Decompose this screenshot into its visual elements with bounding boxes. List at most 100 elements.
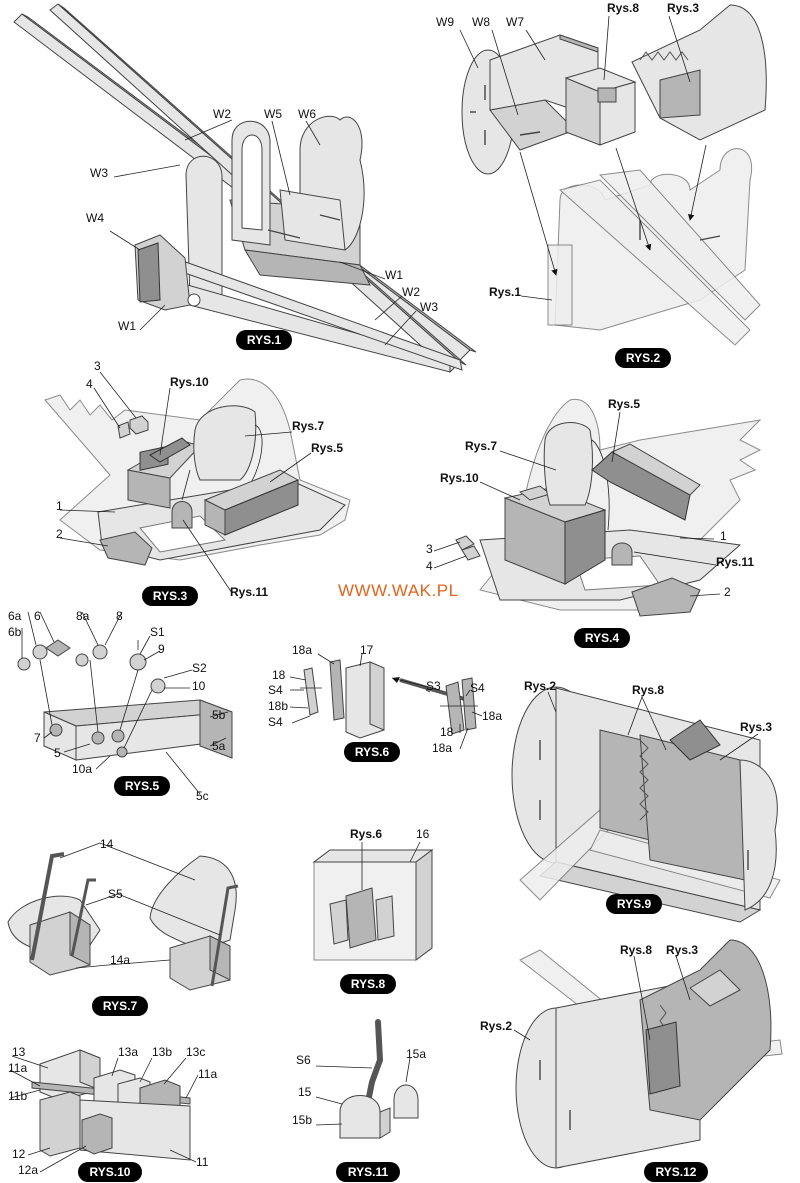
bulkhead-w5 xyxy=(279,189,346,251)
label-3-r4: 3 xyxy=(426,542,433,556)
knob-6b xyxy=(17,657,31,671)
label-11b: 11b xyxy=(8,1089,27,1103)
label-8: 8 xyxy=(116,609,123,623)
nose-frame xyxy=(547,244,573,326)
label-rys11: Rys.11 xyxy=(230,585,268,599)
figure-rys3: 3 4 Rys.10 Rys.7 Rys.5 1 2 Rys.11 RYS.3 xyxy=(44,359,351,606)
lever-s6 xyxy=(365,1019,384,1105)
label-2: 2 xyxy=(56,527,63,541)
label-w1-left: W1 xyxy=(118,319,136,333)
label-s6: S6 xyxy=(296,1053,311,1067)
badge-rys2 xyxy=(615,348,671,368)
badge-rys8-text: RYS.8 xyxy=(351,977,386,991)
pedal-rys11-r4 xyxy=(611,542,633,566)
rod-s5-right xyxy=(210,884,239,987)
label-11: 11 xyxy=(196,1155,209,1169)
badge-rys4 xyxy=(574,628,630,648)
label-2-r4: 2 xyxy=(724,585,731,599)
badge-rys1 xyxy=(236,330,292,350)
label-w2-right: W2 xyxy=(402,285,420,299)
bracket-18a-left xyxy=(329,659,345,721)
label-14a: 14a xyxy=(110,953,130,967)
label-11a-left: 11a xyxy=(8,1061,27,1075)
part-6 xyxy=(45,639,71,657)
side-w1 xyxy=(244,249,371,286)
label-8a: 8a xyxy=(76,609,90,623)
label-s4-left-a: S4 xyxy=(268,683,283,697)
badge-rys2-text: RYS.2 xyxy=(626,351,661,365)
badge-rys7 xyxy=(92,996,148,1016)
badge-rys11-text: RYS.11 xyxy=(348,1165,389,1179)
label-6: 6 xyxy=(34,609,41,623)
label-5b: 5b xyxy=(212,708,226,722)
label-w2-top: W2 xyxy=(213,107,231,121)
label-w8: W8 xyxy=(472,15,490,29)
knob-8a xyxy=(92,644,108,660)
label-11a-right: 11a xyxy=(198,1067,217,1081)
seat-rys7-r4 xyxy=(543,422,593,506)
website-link[interactable]: WWW.WAK.PL xyxy=(338,581,459,600)
panel-2-r4 xyxy=(631,577,701,617)
label-5a: 5a xyxy=(212,739,226,753)
badge-rys8 xyxy=(340,974,396,994)
bracket-18a-right xyxy=(461,677,477,731)
figure-rys10: 13 11a 11b 13a 13b 13c 11a 12 12a 11 RYS… xyxy=(8,1045,217,1182)
badge-rys9 xyxy=(606,894,662,914)
box-rys8-top xyxy=(564,67,637,93)
label-13: 13 xyxy=(12,1045,26,1059)
label-w7: W7 xyxy=(506,15,524,29)
part-4 xyxy=(117,421,131,439)
label-13b: 13b xyxy=(152,1045,172,1059)
label-18a-left: 18a xyxy=(292,643,312,657)
badge-rys5-text: RYS.5 xyxy=(125,779,160,793)
label-rys3-r12: Rys.3 xyxy=(666,943,698,957)
label-17: 17 xyxy=(360,643,374,657)
label-5: 5 xyxy=(54,746,61,760)
knob-9 xyxy=(129,653,147,671)
label-rys10-r4: Rys.10 xyxy=(440,471,479,485)
knob-8b xyxy=(75,653,89,667)
knob-10 xyxy=(150,678,166,694)
figure-rys2: W9 W8 W7 Rys.8 Rys.3 Rys.1 RYS.2 xyxy=(436,1,767,368)
label-w3-right: W3 xyxy=(420,300,438,314)
label-rys8-r12: Rys.8 xyxy=(620,943,652,957)
pedal-15 xyxy=(339,1095,381,1139)
label-4: 4 xyxy=(86,377,93,391)
bracket-18-left xyxy=(303,667,319,716)
badge-rys4-text: RYS.4 xyxy=(585,631,620,645)
label-7: 7 xyxy=(34,731,41,745)
figure-rys6: 18a 17 18 S4 18b S4 S3 S4 18a 18 18a RYS… xyxy=(268,643,502,762)
label-12a: 12a xyxy=(18,1163,38,1177)
bracket-18-right xyxy=(445,681,465,735)
label-rys11-r4: Rys.11 xyxy=(716,555,754,569)
label-s4-right: S4 xyxy=(470,681,485,695)
part-3-r4 xyxy=(455,535,475,551)
badge-rys3 xyxy=(142,586,198,606)
badge-rys9-text: RYS.9 xyxy=(617,897,652,911)
figure-rys4: Rys.5 Rys.7 Rys.10 1 3 4 Rys.11 2 RYS.4 xyxy=(426,397,762,648)
label-s3: S3 xyxy=(426,679,441,693)
badge-rys12-text: RYS.12 xyxy=(656,1165,697,1179)
wall-w7-edge xyxy=(559,34,599,53)
label-w5: W5 xyxy=(264,107,282,121)
badge-rys11 xyxy=(336,1162,400,1182)
part-3 xyxy=(129,415,149,435)
panel-5a xyxy=(199,699,233,759)
badge-rys5 xyxy=(114,776,170,796)
label-rys8: Rys.8 xyxy=(607,1,639,15)
box-rys5-r4 xyxy=(591,451,691,521)
label-15a: 15a xyxy=(406,1047,426,1061)
label-rys5: Rys.5 xyxy=(311,441,343,455)
label-1: 1 xyxy=(56,499,63,513)
figure-rys8: Rys.6 16 RYS.8 xyxy=(312,827,434,994)
badge-rys12 xyxy=(644,1162,708,1182)
block-12 xyxy=(39,1091,81,1157)
badge-rys3-text: RYS.3 xyxy=(153,589,188,603)
figure-rys12: Rys.8 Rys.3 Rys.2 RYS.12 xyxy=(480,939,783,1182)
badge-rys1-text: RYS.1 xyxy=(247,333,282,347)
figure-rys9: Rys.2 Rys.8 Rys.3 RYS.9 xyxy=(511,679,781,923)
label-rys6: Rys.6 xyxy=(350,827,382,841)
badge-rys7-text: RYS.7 xyxy=(103,999,138,1013)
nose-w4-face xyxy=(137,242,161,303)
label-14: 14 xyxy=(100,837,114,851)
